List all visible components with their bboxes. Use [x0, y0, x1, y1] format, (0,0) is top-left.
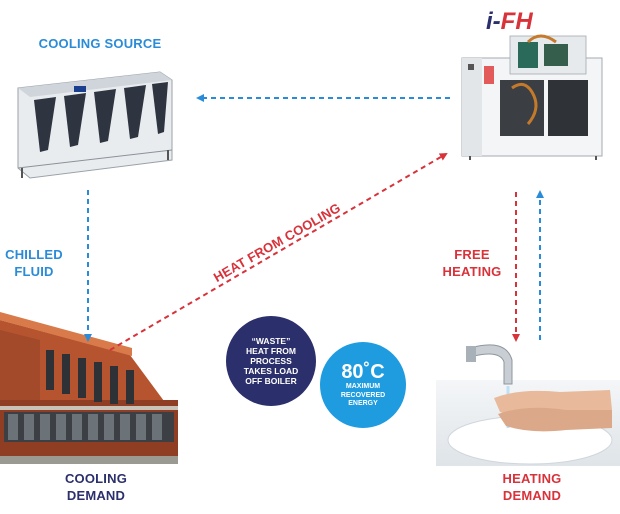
- office-building-image: [0, 312, 178, 464]
- hand-washing-image: [436, 344, 620, 466]
- free-heating-label: FREE HEATING: [436, 246, 508, 280]
- waste-heat-circle: “WASTE” HEAT FROM PROCESS TAKES LOAD OFF…: [226, 316, 316, 406]
- cooling-demand-line-2: DEMAND: [66, 488, 126, 503]
- chilled-fluid-line-1: CHILLED: [5, 247, 63, 262]
- temp-circle-line-1: MAXIMUM: [345, 383, 381, 391]
- ifh-logo: i-FH: [486, 8, 533, 36]
- heating-demand-line-2: DEMAND: [502, 488, 562, 503]
- waste-circle-line-4: TAKES LOAD: [243, 366, 299, 376]
- ifh-logo-name: FH: [500, 8, 533, 35]
- cooling-demand-label: COOLING DEMAND: [48, 470, 144, 504]
- temp-circle-line-3: ENERGY: [348, 400, 378, 408]
- ifh-logo-prefix: i-: [486, 8, 501, 35]
- free-heating-line-2: HEATING: [442, 264, 502, 279]
- max-energy-circle: 80˚C MAXIMUM RECOVERED ENERGY: [320, 342, 406, 428]
- heat-pump-unit-image: [461, 34, 603, 160]
- chilled-fluid-line-2: FLUID: [14, 264, 54, 279]
- temp-circle-line-2: RECOVERED: [340, 391, 386, 399]
- chiller-unit-image: [17, 71, 173, 179]
- cooling-source-label: COOLING SOURCE: [38, 36, 162, 51]
- waste-circle-line-1: “WASTE”: [251, 336, 291, 346]
- cooling-demand-line-1: COOLING: [64, 471, 128, 486]
- arrow-heat-from-cooling: [109, 152, 448, 351]
- heating-demand-label: HEATING DEMAND: [484, 470, 580, 504]
- free-heating-line-1: FREE: [454, 247, 490, 262]
- chilled-fluid-label: CHILLED FLUID: [4, 246, 64, 280]
- temp-value: 80˚C: [341, 361, 385, 384]
- waste-circle-line-5: OFF BOILER: [245, 376, 297, 386]
- waste-circle-line-3: PROCESS: [250, 356, 292, 366]
- waste-circle-line-2: HEAT FROM: [246, 346, 296, 356]
- heating-demand-line-1: HEATING: [502, 471, 562, 486]
